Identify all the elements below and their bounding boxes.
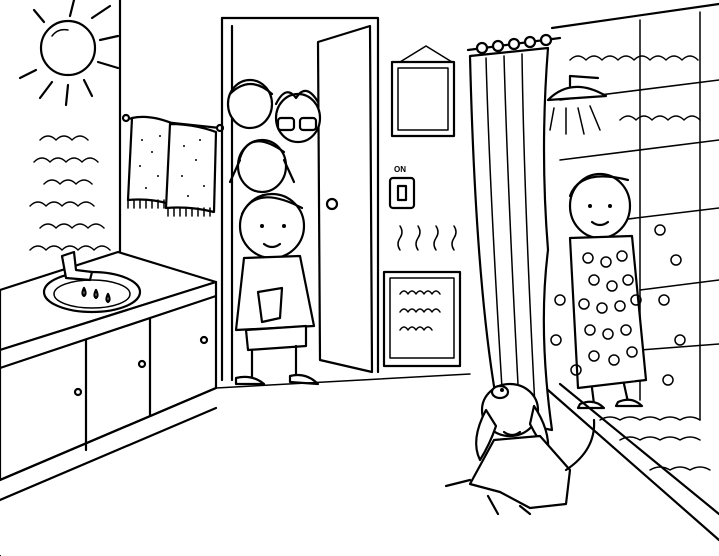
wall-picture [390, 45, 456, 138]
shower-head-icon [546, 74, 608, 135]
shower-tub [546, 382, 719, 542]
steam-clouds-left [29, 135, 111, 251]
room-walls [0, 0, 122, 556]
light-switch: ON [388, 165, 416, 210]
sink-basin [42, 250, 142, 314]
doorway [220, 16, 380, 382]
family-in-doorway [226, 78, 322, 386]
dog [444, 382, 596, 516]
child-in-shower [550, 172, 686, 410]
ceiling-light-icon [18, 0, 120, 107]
floor [215, 373, 471, 389]
switch-label: ON [394, 165, 406, 174]
shower-curtain [466, 33, 562, 432]
towel-rack [121, 113, 225, 217]
radiator-heater [382, 225, 462, 368]
